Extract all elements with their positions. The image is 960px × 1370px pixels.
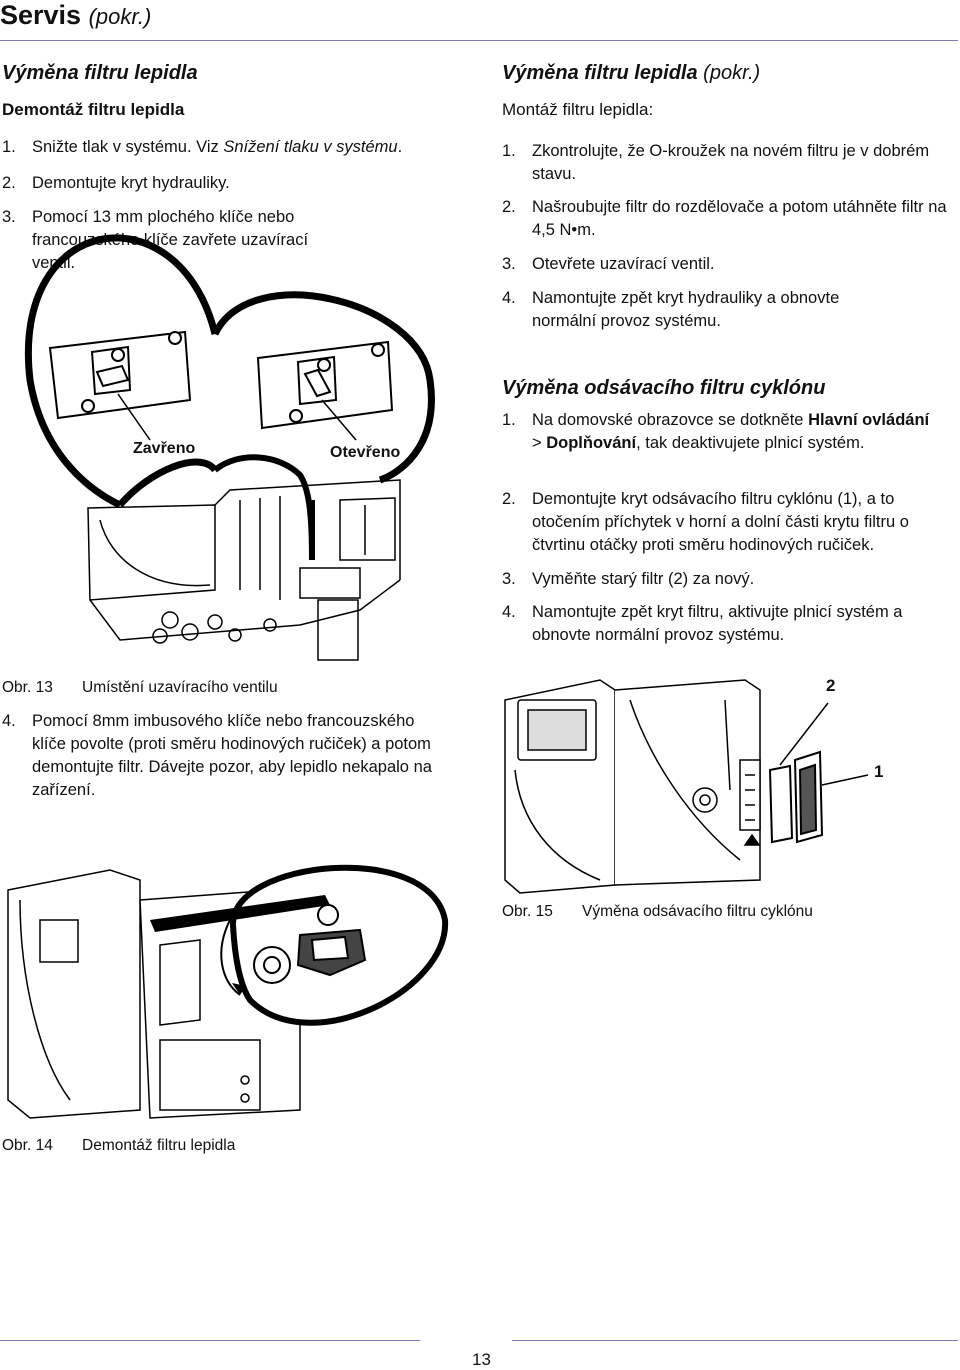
footer-divider-left bbox=[0, 1340, 420, 1341]
figure-14-caption: Obr. 14 Demontáž filtru lepidla bbox=[2, 1137, 236, 1154]
right-step-4: 4. Namontujte zpět kryt hydrauliky a obn… bbox=[502, 289, 840, 330]
right-step-1: 1. Zkontrolujte, že O-kroužek na novém f… bbox=[502, 142, 930, 183]
left-step-3: 3. Pomocí 13 mm plochého klíče nebo fran… bbox=[2, 208, 309, 272]
callout-1: 1 bbox=[874, 762, 884, 781]
figure-13-illustration bbox=[24, 234, 435, 661]
cross-reference: Snížení tlaku v systému bbox=[223, 138, 398, 156]
right-s2-step-1: 1. Na domovské obrazovce se dotkněte Hla… bbox=[502, 411, 930, 452]
figure-15-caption: Obr. 15 Výměna odsávacího filtru cyklónu bbox=[502, 903, 813, 920]
footer-divider-right bbox=[512, 1340, 958, 1341]
header-subtitle: (pokr.) bbox=[88, 4, 152, 29]
left-step-2: 2. Demontujte kryt hydrauliky. bbox=[2, 174, 230, 192]
left-step-1: 1. Snižte tlak v systému. Viz Snížení tl… bbox=[2, 138, 403, 156]
right-s2-step-2: 2. Demontujte kryt odsávacího filtru cyk… bbox=[502, 490, 909, 554]
right-subsection-title: Montáž filtru lepidla: bbox=[502, 100, 654, 119]
header-title: Servis bbox=[0, 0, 82, 30]
figure-13-caption: Obr. 13 Umístění uzavíracího ventilu bbox=[2, 679, 278, 696]
right-step-3: 3. Otevřete uzavírací ventil. bbox=[502, 255, 715, 273]
label-open: Otevřeno bbox=[330, 444, 401, 461]
left-subsection-title: Demontáž filtru lepidla bbox=[2, 100, 185, 119]
right-section-title: Výměna filtru lepidla (pokr.) bbox=[502, 62, 761, 84]
left-step-4: 4. Pomocí 8mm imbusového klíče nebo fran… bbox=[2, 712, 432, 799]
right-s2-step-4: 4. Namontujte zpět kryt filtru, aktivujt… bbox=[502, 603, 903, 644]
header-divider bbox=[0, 40, 958, 41]
figure-14-illustration bbox=[7, 864, 449, 1119]
label-closed: Zavřeno bbox=[133, 440, 196, 457]
right-section2-title: Výměna odsávacího filtru cyklónu bbox=[502, 377, 826, 399]
right-step-2: 2. Našroubujte filtr do rozdělovače a po… bbox=[502, 198, 947, 239]
right-s2-step-3: 3. Vyměňte starý filtr (2) za nový. bbox=[502, 570, 755, 588]
page-header: Servis (pokr.) bbox=[0, 0, 151, 31]
callout-2: 2 bbox=[826, 676, 836, 695]
page-number: 13 bbox=[472, 1350, 491, 1369]
figure-15-illustration bbox=[504, 679, 869, 894]
left-section-title: Výměna filtru lepidla bbox=[2, 62, 198, 84]
